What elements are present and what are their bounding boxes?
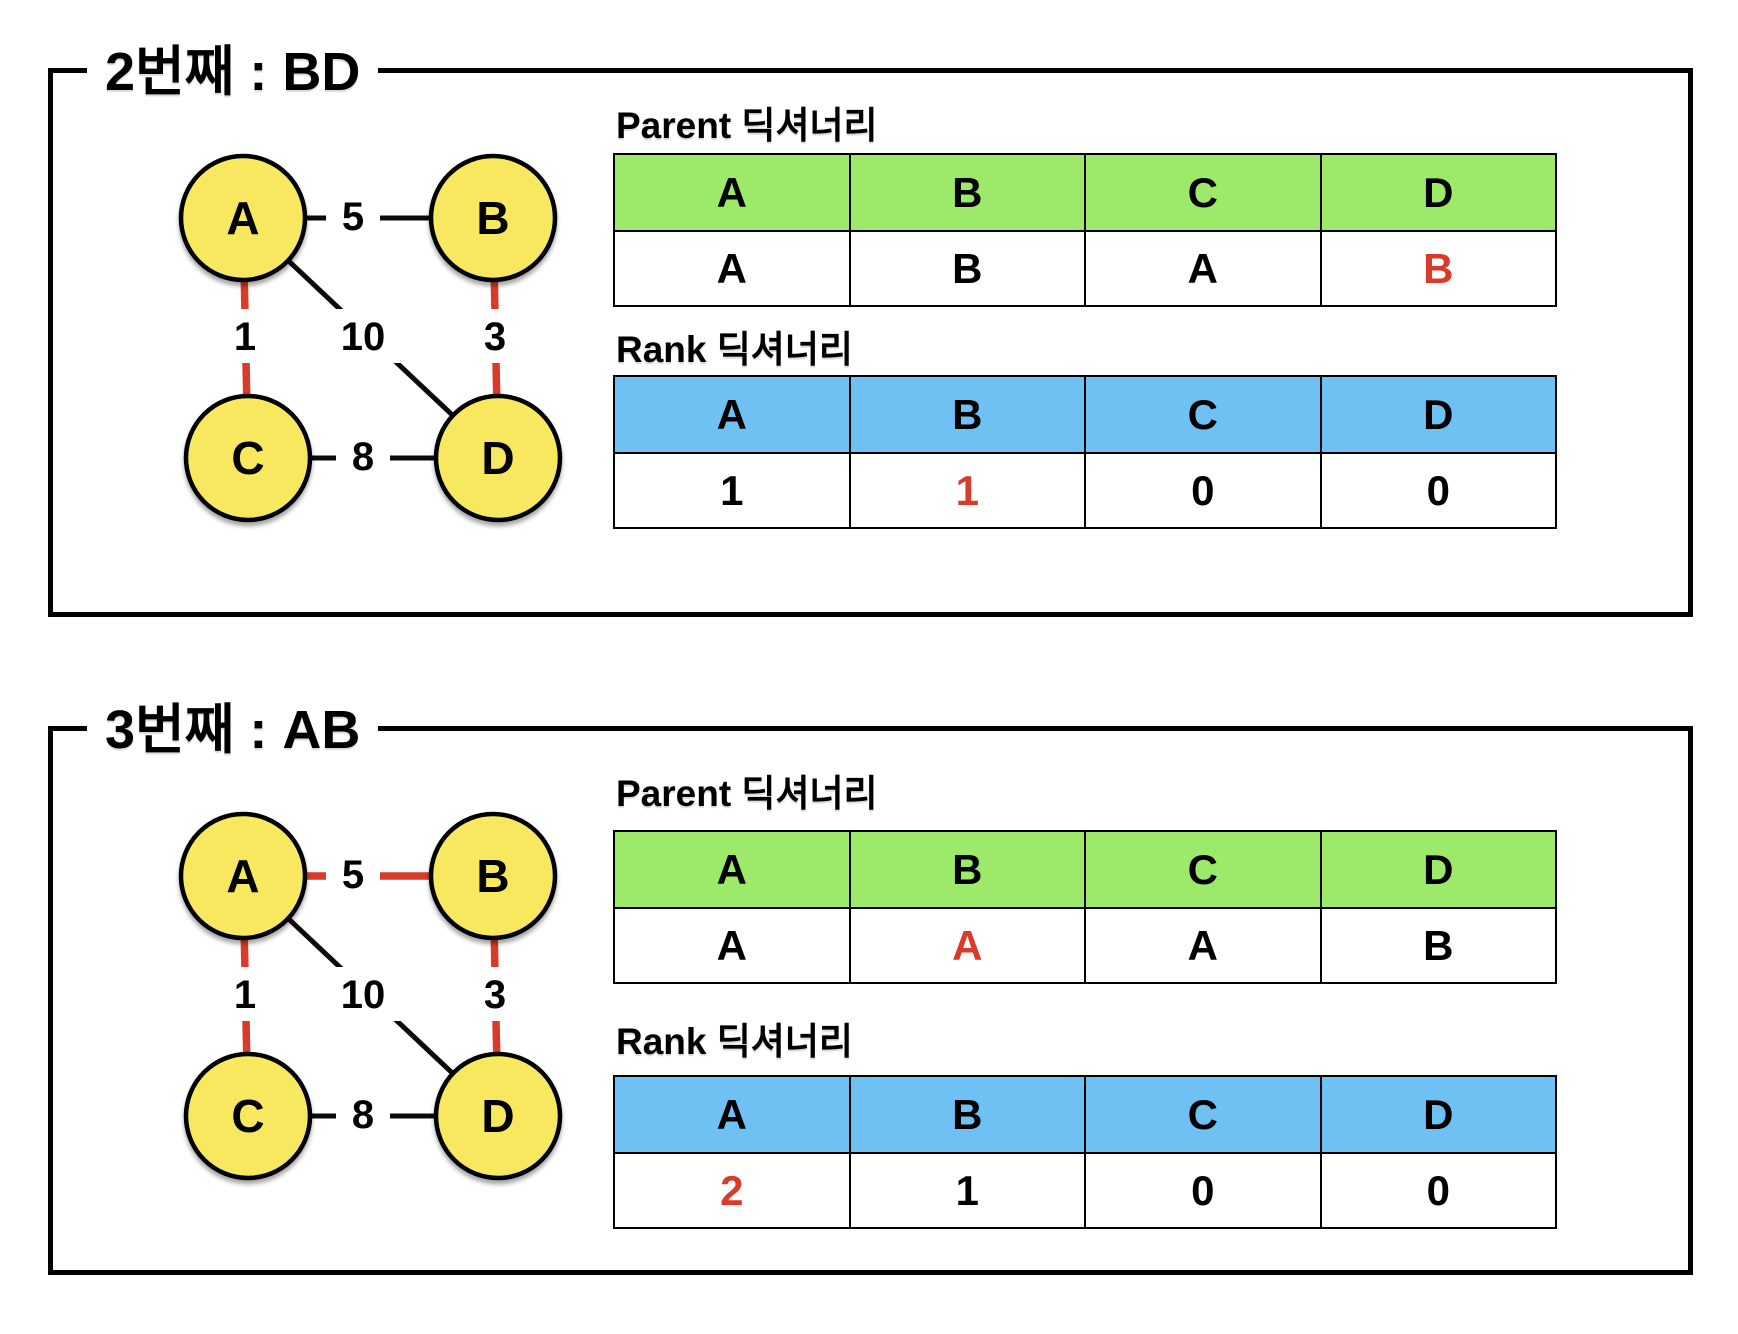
node-a xyxy=(178,811,308,941)
header-cell: A xyxy=(615,832,849,907)
rank-table: A B C D 2 1 0 0 xyxy=(613,1075,1557,1229)
step-panel-3-ab: 3번째 : AB 5 1 10 3 8 A B C D Pa xyxy=(48,691,1693,1275)
node-d xyxy=(433,1051,563,1181)
parent-table-value-row: A B A B xyxy=(615,230,1555,305)
header-cell: C xyxy=(1084,155,1320,230)
panel-title: 2번째 : BD xyxy=(87,33,379,111)
rank-dict-label: Rank 딕셔너리 xyxy=(616,329,853,370)
edge-weight-label: 10 xyxy=(341,315,386,359)
rank-table-header-row: A B C D xyxy=(615,1077,1555,1152)
rank-table-value-row: 1 1 0 0 xyxy=(615,452,1555,527)
value-cell: 2 xyxy=(615,1152,849,1227)
node-c xyxy=(183,1051,313,1181)
node-a-label: A xyxy=(226,192,259,244)
value-cell: 1 xyxy=(848,1152,1084,1227)
rank-table: A B C D 1 1 0 0 xyxy=(613,375,1557,529)
step-panel-2-bd: 2번째 : BD 5 1 10 3 8 A B C D Pa xyxy=(48,33,1693,617)
node-d xyxy=(433,393,563,523)
header-cell: A xyxy=(615,155,849,230)
panel-title: 3번째 : AB xyxy=(87,691,379,769)
parent-table-header-row: A B C D xyxy=(615,155,1555,230)
edge-weight-bg xyxy=(218,967,272,1021)
header-cell: D xyxy=(1319,155,1555,230)
parent-table-value-row: A A A B xyxy=(615,907,1555,982)
node-b xyxy=(428,153,558,283)
value-cell: B xyxy=(848,230,1084,305)
header-cell: B xyxy=(848,832,1084,907)
edge-weight-label: 1 xyxy=(234,315,256,359)
edge-weight-bg xyxy=(218,309,272,363)
node-b xyxy=(428,811,558,941)
edge-weight-label: 5 xyxy=(342,853,364,897)
value-cell: 0 xyxy=(1084,452,1320,527)
value-cell: 0 xyxy=(1319,452,1555,527)
node-d-label: D xyxy=(481,1090,514,1142)
node-d-label: D xyxy=(481,432,514,484)
header-cell: A xyxy=(615,377,849,452)
edge-weight-bg xyxy=(326,847,380,901)
value-cell: B xyxy=(1319,230,1555,305)
header-cell: C xyxy=(1084,1077,1320,1152)
parent-table: A B C D A B A B xyxy=(613,153,1557,307)
graph-diagram: 5 1 10 3 8 A B C D xyxy=(178,153,563,523)
header-cell: D xyxy=(1319,832,1555,907)
header-cell: C xyxy=(1084,377,1320,452)
value-cell: A xyxy=(1084,907,1320,982)
edge-weight-bg xyxy=(326,189,380,243)
value-cell: A xyxy=(1084,230,1320,305)
edge-weight-bg xyxy=(468,309,522,363)
header-cell: D xyxy=(1319,1077,1555,1152)
edge-weight-label: 10 xyxy=(341,973,386,1017)
edge-weight-label: 8 xyxy=(352,435,374,479)
graph-diagram: 5 1 10 3 8 A B C D xyxy=(178,811,563,1181)
value-cell: A xyxy=(848,907,1084,982)
header-cell: B xyxy=(848,155,1084,230)
node-c xyxy=(183,393,313,523)
edge-weight-bg xyxy=(320,967,406,1021)
edge-weight-label: 5 xyxy=(342,195,364,239)
edge-weight-bg xyxy=(320,309,406,363)
value-cell: A xyxy=(615,907,849,982)
edge-weight-label: 3 xyxy=(484,315,506,359)
node-a-label: A xyxy=(226,850,259,902)
header-cell: B xyxy=(848,1077,1084,1152)
header-cell: D xyxy=(1319,377,1555,452)
node-b-label: B xyxy=(476,850,509,902)
parent-table: A B C D A A A B xyxy=(613,830,1557,984)
parent-dict-label: Parent 딕셔너리 xyxy=(616,773,878,814)
value-cell: 1 xyxy=(848,452,1084,527)
edge-weight-bg xyxy=(336,429,390,483)
edge-weight-label: 3 xyxy=(484,973,506,1017)
node-c-label: C xyxy=(231,1090,264,1142)
rank-dict-label: Rank 딕셔너리 xyxy=(616,1021,853,1062)
value-cell: 1 xyxy=(615,452,849,527)
edge-weight-bg xyxy=(336,1087,390,1141)
node-b-label: B xyxy=(476,192,509,244)
rank-table-header-row: A B C D xyxy=(615,377,1555,452)
header-cell: C xyxy=(1084,832,1320,907)
value-cell: A xyxy=(615,230,849,305)
edge-weight-bg xyxy=(468,967,522,1021)
header-cell: A xyxy=(615,1077,849,1152)
node-a xyxy=(178,153,308,283)
rank-table-value-row: 2 1 0 0 xyxy=(615,1152,1555,1227)
value-cell: 0 xyxy=(1319,1152,1555,1227)
edge-weight-label: 1 xyxy=(234,973,256,1017)
edge-weight-label: 8 xyxy=(352,1093,374,1137)
value-cell: B xyxy=(1319,907,1555,982)
node-c-label: C xyxy=(231,432,264,484)
parent-table-header-row: A B C D xyxy=(615,832,1555,907)
parent-dict-label: Parent 딕셔너리 xyxy=(616,105,878,146)
value-cell: 0 xyxy=(1084,1152,1320,1227)
header-cell: B xyxy=(848,377,1084,452)
